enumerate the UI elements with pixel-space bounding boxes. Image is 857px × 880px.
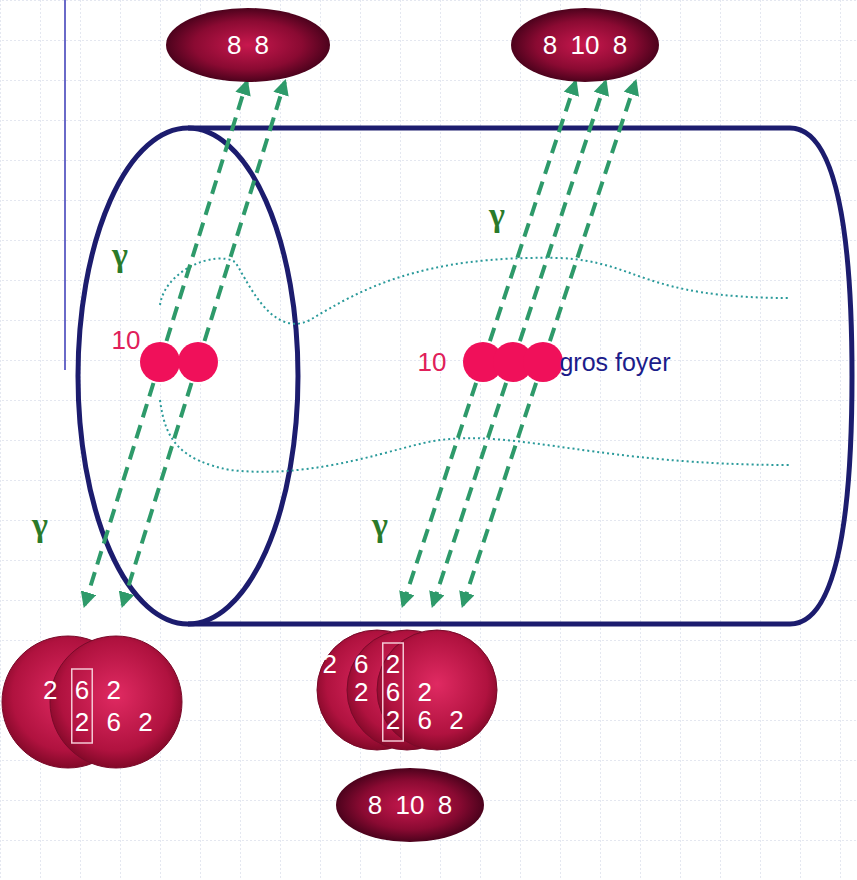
gamma-ray: [483, 82, 575, 362]
gamma-ray: [198, 82, 285, 362]
gamma-label: γ: [372, 508, 388, 542]
gamma-label: γ: [489, 198, 505, 232]
count-text: 8 10 8: [543, 32, 627, 58]
activity-number: 10: [112, 327, 141, 353]
detector-oval: 8 10 8: [510, 7, 660, 83]
count-text: 2 6 2: [354, 679, 432, 705]
gamma-ray: [123, 362, 198, 605]
gamma-ray: [85, 362, 160, 605]
gamma-rays: [85, 82, 636, 605]
gamma-ray: [403, 362, 483, 605]
gamma-label: γ: [32, 508, 48, 542]
detector-cylinder: [188, 128, 852, 624]
count-text: 2 6 2: [43, 677, 121, 703]
detector-blob: 2 6 22 6 22 6 2: [315, 628, 500, 758]
detector-oval: 8 10 8: [335, 767, 485, 843]
focus-outline: [160, 400, 790, 472]
gamma-ray: [433, 362, 513, 605]
count-text: 8 10 8: [368, 792, 452, 818]
detector-oval: 8 8: [165, 7, 331, 83]
activity-number: 10: [418, 349, 447, 375]
gamma-ray: [513, 82, 605, 362]
gamma-ray: [543, 82, 635, 362]
detector-blob: 2 6 2 2 6 2: [0, 632, 185, 772]
gamma-label: γ: [112, 238, 128, 272]
count-text: 2 6 2: [322, 651, 400, 677]
focus-outline: [160, 258, 790, 324]
detector-ring: [78, 128, 298, 624]
count-text: 2 6 2: [75, 709, 153, 735]
count-text: 8 8: [227, 32, 269, 58]
focus-label: gros foyer: [559, 350, 670, 375]
gamma-ray: [160, 82, 247, 362]
count-text: 2 6 2: [386, 707, 464, 733]
emitter-dots: [140, 342, 563, 382]
gamma-ray: [463, 362, 543, 605]
margin-line: [64, 0, 66, 370]
